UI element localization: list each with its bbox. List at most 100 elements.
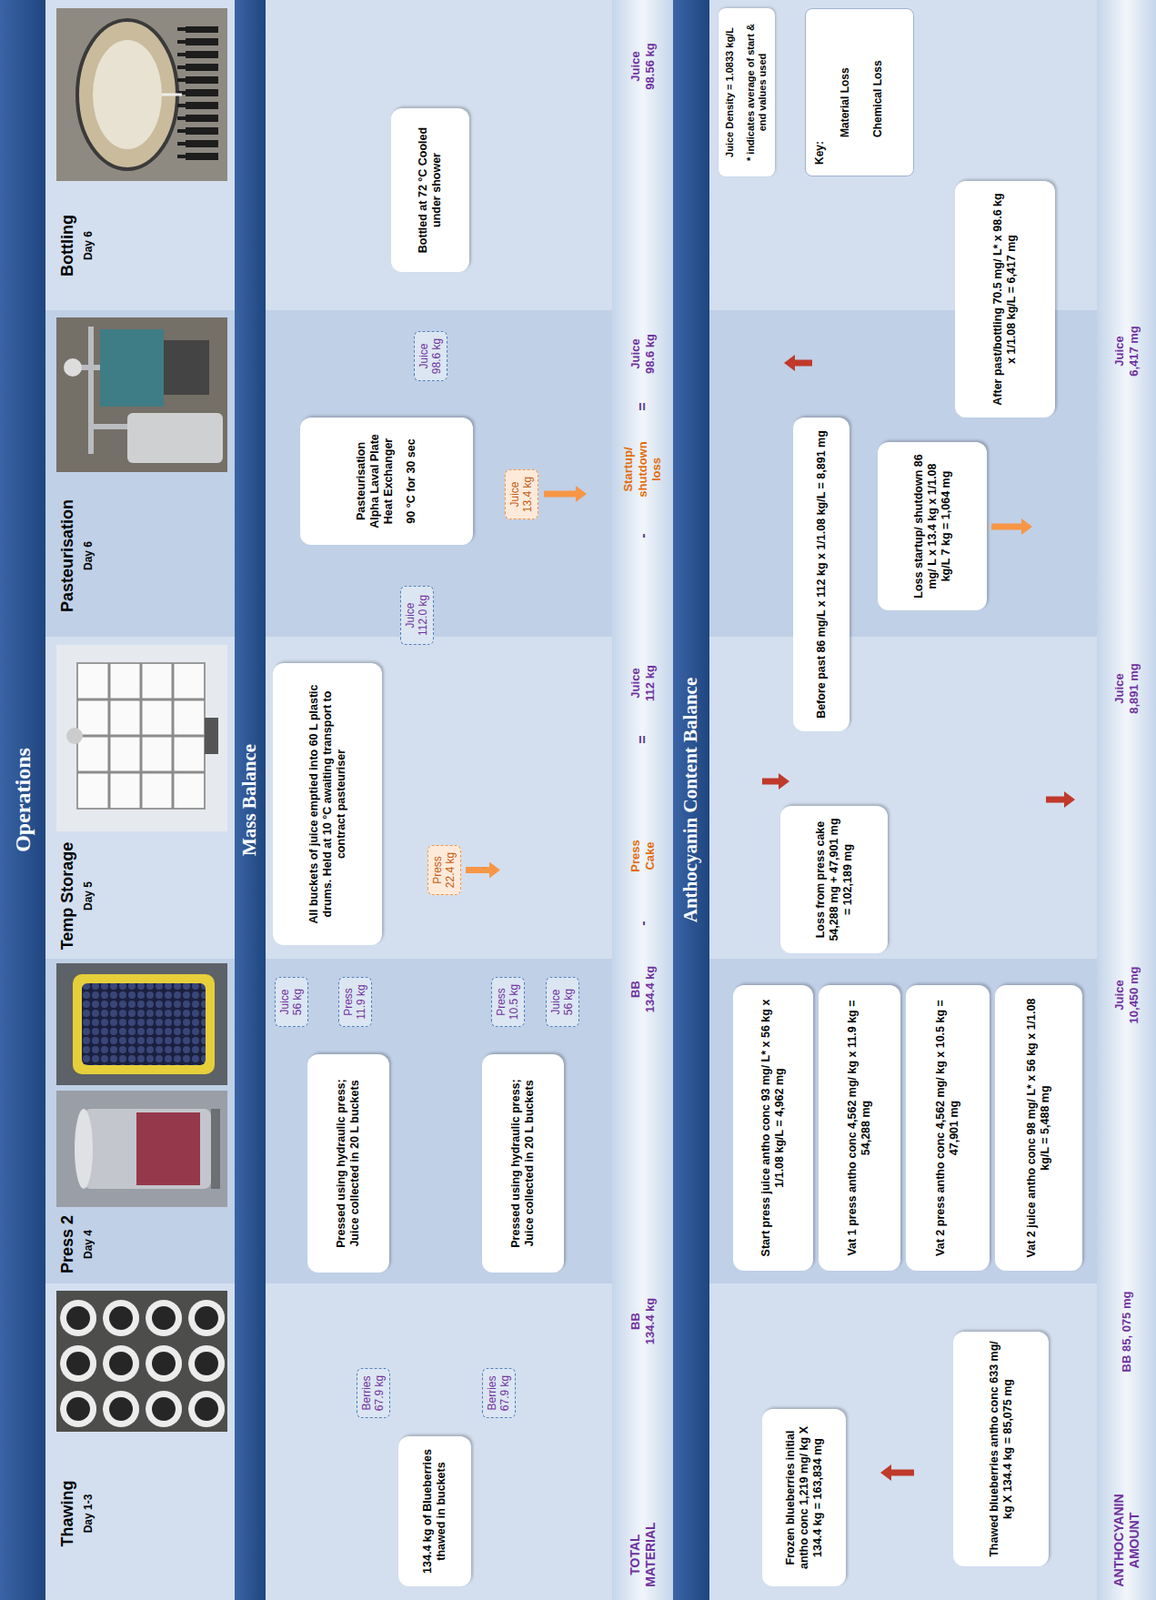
storage-photo — [56, 644, 228, 832]
gauge — [63, 358, 82, 377]
node-text: Vat 1 press antho conc 4,562 mg/ kg x 11… — [845, 994, 874, 1262]
node-text: Before past 86 mg/L x 112 kg x 1/1.08 kg… — [814, 430, 829, 719]
operator-sign: - — [612, 914, 674, 932]
bottling-photo — [56, 8, 228, 181]
total-value: BB 134.4 kg — [612, 965, 674, 1014]
column-heading: Pasteurisation — [56, 477, 81, 634]
process-box: 134.4 kg of Blueberries thawed in bucket… — [398, 1436, 472, 1587]
process-box: Vat 1 press antho conc 4,562 mg/ kg x 11… — [818, 985, 901, 1271]
section-band: Mass Balance — [234, 0, 266, 1600]
pasteuriser-photo — [56, 317, 228, 473]
press-top — [74, 1108, 93, 1189]
photo-ground — [56, 8, 228, 181]
tote-cage — [77, 663, 205, 809]
photo-ground — [56, 317, 228, 473]
day-label: Day 6 — [80, 184, 97, 307]
process-box: After past/bottling 70.5 mg/ L* x 98.6 k… — [954, 180, 1056, 418]
process-box: Thawed blueberries antho conc 633 mg/ kg… — [953, 1331, 1049, 1567]
quantity-tag: Juice 56 kg — [545, 976, 580, 1027]
process-box: Bottled at 72 °C Cooled under shower — [391, 108, 470, 272]
process-box: Vat 2 juice antho conc 98 mg/ L* x 56 kg… — [995, 985, 1083, 1271]
press-photo — [56, 1090, 228, 1207]
node-text: Juice Density = 1.0833 kg/L — [723, 27, 736, 158]
quantity-tag: Berries 67.9 kg — [482, 1367, 516, 1418]
node-text: Vat 2 juice antho conc 98 mg/ L* x 56 kg… — [1025, 994, 1053, 1262]
node-text: Pasteurisation Alpha Laval Plate Heat Ex… — [354, 426, 396, 536]
node-text: Berries 67.9 kg — [485, 1373, 513, 1413]
node-text: Press 22.4 kg — [431, 850, 458, 890]
note-box: Juice Density = 1.0833 kg/L * indicates a… — [718, 8, 775, 177]
node-text: Pressed using hydraulic press; Juice col… — [509, 1063, 537, 1264]
loss-total: Press Cake — [612, 836, 674, 875]
node-text: Press 11.9 kg — [341, 982, 369, 1022]
day-label: Day 6 — [80, 477, 97, 634]
quantity-tag: Juice 112.0 kg — [400, 585, 434, 645]
tote-tank — [77, 663, 205, 809]
material-loss-arrow — [465, 866, 490, 874]
photo-ground — [56, 963, 228, 1086]
material-loss-arrow — [991, 523, 1022, 531]
node-text: Juice 56 kg — [549, 982, 576, 1022]
berry-tray-photo — [56, 963, 228, 1086]
process-box: Pressed using hydraulic press; Juice col… — [307, 1054, 390, 1273]
node-text: * indicates average of start & end value… — [744, 15, 769, 170]
tote-cap — [66, 727, 83, 744]
node-text: 90 °C for 30 sec — [404, 438, 419, 523]
blueberries — [81, 983, 206, 1066]
loss-tag: Juice 13.4 kg — [504, 469, 539, 520]
legend-text: Material Loss — [834, 14, 856, 138]
day-label: Day 1-3 — [80, 1436, 97, 1591]
key-box: Key: — [804, 8, 915, 177]
node-text: Anthocyanin Content Balance — [679, 677, 703, 924]
process-box: Before past 86 mg/L x 112 kg x 1/1.08 kg… — [793, 417, 850, 732]
node-text: Frozen blueberries initial antho conc 1,… — [784, 1417, 825, 1578]
chemical-loss-arrow — [794, 360, 813, 367]
node-text: Press 10.5 kg — [494, 982, 522, 1022]
filler-centre — [92, 40, 162, 150]
node-text: Key: — [813, 140, 826, 165]
diagram-title: Operations — [10, 747, 36, 853]
buckets — [56, 1290, 228, 1432]
node-text: Juice 56 kg — [278, 982, 305, 1022]
total-value: BB 85, 075 mg — [1096, 1281, 1156, 1382]
node-text: Loss startup/ shutdown 86 mg/ L x 13.4 k… — [912, 451, 954, 602]
chemical-loss-arrow — [1045, 796, 1065, 804]
photo-ground — [56, 1090, 228, 1207]
process-box: All buckets of juice emptied into 60 L p… — [272, 663, 382, 945]
quantity-tag: Juice 98.6 kg — [413, 331, 448, 382]
tray — [72, 974, 215, 1075]
operator-sign: - — [612, 527, 674, 544]
quantity-tag: Juice 56 kg — [274, 976, 309, 1027]
node-text: Berries 67.9 kg — [360, 1373, 387, 1413]
node-text: All buckets of juice emptied into 60 L p… — [307, 672, 349, 936]
loss-tag: Press 22.4 kg — [427, 844, 462, 895]
node-text: Start press juice antho conc 93 mg/ L* x… — [759, 994, 787, 1262]
total-value: BB 134.4 kg — [612, 1296, 674, 1346]
press-base — [211, 1108, 221, 1189]
total-value: Juice 6,417 mg — [1096, 321, 1156, 382]
process-box: Pressed using hydraulic press; Juice col… — [482, 1054, 564, 1273]
process-box: Start press juice antho conc 93 mg/ L* x… — [733, 985, 814, 1271]
quantity-tag: Press 10.5 kg — [491, 976, 525, 1027]
machine-base — [163, 340, 210, 395]
node-text: Thawed blueberries antho conc 633 mg/ kg… — [987, 1340, 1016, 1558]
process-box: Loss startup/ shutdown 86 mg/ L x 13.4 k… — [877, 442, 987, 611]
node-text: Juice 13.4 kg — [508, 474, 535, 514]
total-row — [612, 0, 674, 1600]
press-cylinder — [83, 1108, 212, 1189]
quantity-tag: Berries 67.9 kg — [356, 1367, 391, 1418]
node-text: Juice 98.6 kg — [417, 336, 444, 376]
quantity-tag: Press 11.9 kg — [338, 976, 372, 1027]
total-value: Juice 98.6 kg — [612, 330, 674, 378]
juice-stream — [161, 93, 182, 97]
row-heading: TOTAL MATERIAL — [612, 1516, 674, 1593]
chemical-loss-arrow — [762, 778, 779, 785]
thawing-photo — [56, 1290, 228, 1432]
column-heading: Temp Storage — [56, 836, 81, 955]
chemical-loss-arrow — [891, 1469, 915, 1477]
photo-ground — [56, 1290, 228, 1432]
operator-sign: = — [612, 398, 674, 415]
column-heading: Thawing — [56, 1436, 81, 1591]
operator-sign: = — [612, 731, 674, 748]
